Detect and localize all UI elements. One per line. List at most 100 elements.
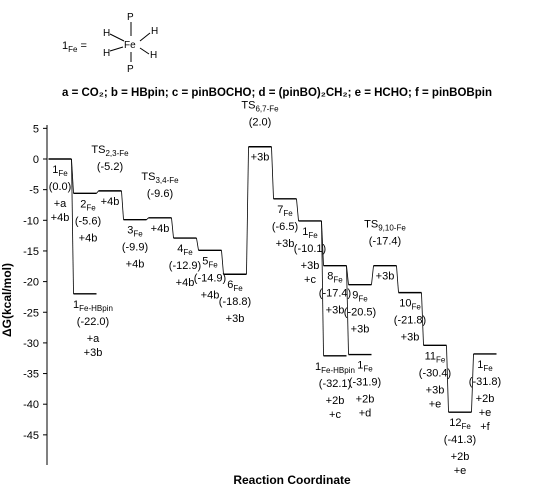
y-tick-label: -40 [23,399,39,411]
species-name-s9: 9Fe [352,290,368,304]
label-group-s5: 5Fe(-14.9)+4b [194,255,226,301]
metal-fe: Fe [124,40,136,51]
species-added-s0: +a [54,198,67,210]
species-name-s1: 2Fe [80,198,96,212]
label-group-s1b: 1Fe(-10.1)+3b+c [294,226,326,286]
connector-lines [71,146,474,413]
label-group-s3: 3Fe (-9.9) +4b [122,225,148,271]
energy-value-s5: (-14.9) [194,272,226,284]
energy-value-s1: (-5.6) [75,215,101,227]
y-tick-label: -25 [23,307,39,319]
label-group-s11: 11Fe (-30.4) +3b +e [419,350,451,410]
connector-s6-ts67 [246,146,249,275]
species-added-s1: +4b [79,232,98,244]
energy-value-s11: (-30.4) [419,367,451,379]
y-tick-label: -5 [29,185,39,197]
label-group-s1c: 1Fe(-31.9)+2b+d [349,360,381,420]
energy-value-ts34: (-9.6) [147,188,173,200]
energy-value-s9: (-20.5) [344,307,376,319]
connector-ts910-s10 [396,265,399,293]
catalyst-definition: 1Fe= [62,40,87,54]
species-added-s1e: +2b [476,393,495,405]
species-name-s1e: 1Fe [477,359,493,373]
energy-value-s6: (-18.8) [219,296,251,308]
species-added-s10: +3b [401,332,420,344]
label-group-s8: 8Fe (-17.4) +3b [319,271,351,317]
species-added-s1e: +f [480,421,490,433]
x-axis-title: Reaction Coordinate [233,473,351,487]
species-added-s8: +3b [326,305,345,317]
connector-s1b-s1h [321,220,324,356]
species-name-ts34: TS3,4-Fe [141,171,179,185]
energy-value-s8: (-17.4) [319,288,351,300]
species-added-s0: +4b [51,212,70,224]
species-name-s1d: 1Fe-HBpin [73,299,113,313]
label-group-s6: 6Fe(-18.8)+3b [219,279,251,325]
connector-s9-ts910 [371,265,374,285]
label-group-s1h: 1Fe-HBpin(-32.1)+2b+c [315,361,355,421]
label-group-s12: 12Fe(-41.3)+2b+e [444,417,476,477]
y-axis-ticks: 50-5-10-15-20-25-30-35-40-45 [23,123,47,442]
y-tick-label: -30 [23,338,39,350]
species-added-ts910: +3b [376,271,395,283]
species-added-s11: +e [429,398,442,410]
label-group-s1e: 1Fe(-31.8)+2b+e+f [469,359,501,433]
species-name-s1c: 1Fe [357,360,373,374]
label-group-s1d: 1Fe-HBpin (-22.0) +a +3b [73,299,113,359]
species-added-s1d: +3b [84,347,103,359]
hydride-1: H [103,28,110,39]
species-added-s11: +3b [426,384,445,396]
species-added-ts67: +3b [251,152,270,164]
hydride-2: H [103,48,110,59]
hydride-3: H [151,26,158,37]
species-added-s1c: +2b [356,394,375,406]
species-added-s1h: +c [329,409,341,421]
species-name-s1b: 1Fe [302,226,318,240]
connector-s0-s1d [71,158,74,294]
label-group-s0: 1Fe(0.0)+a+4b [49,164,72,224]
species-added-s3: +4b [126,259,145,271]
species-legend: a = CO₂; b = HBpin; c = pinBOCHO; d = (p… [62,87,492,99]
y-tick-label: -45 [23,430,39,442]
species-name-s4: 4Fe [177,243,193,257]
species-added-s1h: +2b [326,395,345,407]
species-added-s12: +e [454,465,467,477]
y-tick-label: 0 [33,154,39,166]
species-name-s12: 12Fe [449,417,471,431]
y-tick-label: -35 [23,369,39,381]
connector-s4-s5 [196,238,199,251]
connector-ts23-s3 [121,190,124,220]
y-tick-label: -20 [23,277,39,289]
energy-value-s4: (-12.9) [169,260,201,272]
label-group-s7: 7Fe(-6.5)+3b [272,204,298,250]
label-group-s4: 4Fe(-12.9)+4b [169,243,201,289]
label-group-ts67: TS6,7-Fe(2.0)+3b [241,100,279,164]
y-tick-label: 5 [33,123,39,135]
species-added-s5: +4b [201,289,220,301]
species-name-s8: 8Fe [327,271,343,285]
species-name-s11: 11Fe [425,350,446,364]
catalyst-structure-icon: P Fe P H H H H [103,12,158,75]
y-tick-label: -15 [23,246,39,258]
level-labels: 1Fe(0.0)+a+4b2Fe(-5.6)+4b1Fe-HBpin(-22.0… [49,100,502,477]
energy-value-s0: (0.0) [49,181,72,193]
energy-value-ts23: (-5.2) [97,161,123,173]
species-name-ts910: TS9,10-Fe [364,219,406,233]
energy-value-s3: (-9.9) [122,242,148,254]
connector-s5-s6 [221,250,224,275]
connector-s8-s1c [346,265,349,355]
species-added-s1e: +e [479,407,492,419]
energy-value-s1h: (-32.1) [319,378,351,390]
species-name-s3: 3Fe [127,225,143,239]
label-group-s10: 10Fe(-21.8)+3b [394,298,426,344]
label-group-s9: 9Fe(-20.5)+3b [344,290,376,336]
species-added-ts34: +4b [151,223,170,235]
connector-ts34-s4 [171,217,174,239]
species-added-s1d: +a [87,333,100,345]
energy-value-s1d: (-22.0) [77,316,109,328]
energy-value-s7: (-6.5) [272,221,298,233]
ligand-p-bottom: P [127,64,134,75]
connector-s3-ts34 [146,217,149,220]
species-added-ts23: +4b [101,196,120,208]
